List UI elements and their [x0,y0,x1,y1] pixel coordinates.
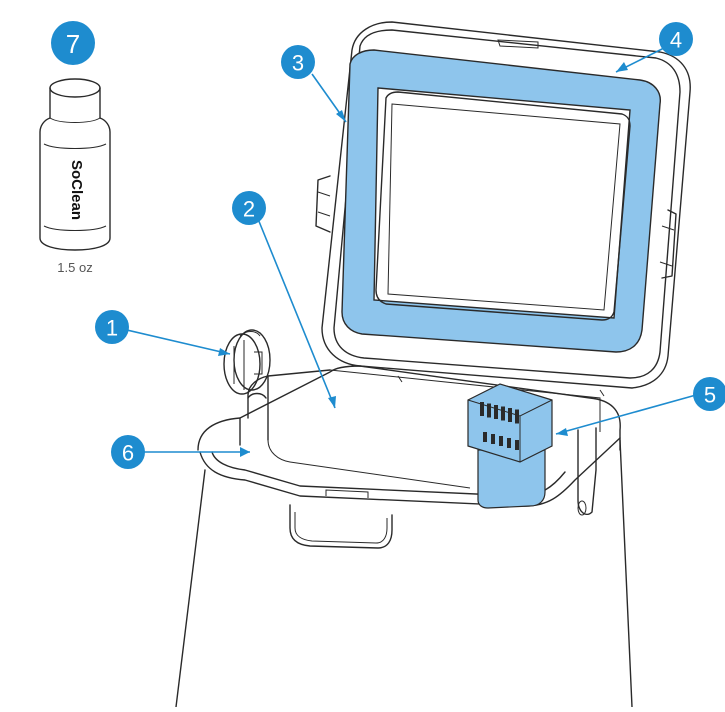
arrowhead-3 [336,110,346,122]
bottle-size-label: 1.5 oz [57,260,92,275]
callout-7: 7 [51,21,95,65]
callout-5: 5 [693,377,725,411]
callout-number: 6 [122,441,134,466]
filter-slot [480,402,484,416]
device-base [175,365,633,708]
filter-vent-slots [480,402,519,450]
callout-6: 6 [111,435,145,469]
bottle [39,78,111,251]
lid-gasket [341,49,661,353]
bottle-brand-text: SoClean [68,160,85,220]
callout-number: 2 [243,197,255,222]
lid [315,21,691,397]
leader-line-5 [555,394,697,435]
filter-slot [507,438,511,448]
callout-number: 4 [670,28,682,53]
arrowhead-5 [556,428,568,436]
leader-line-1 [126,329,231,355]
filter-slot [501,406,505,421]
filter-slot [487,403,491,418]
arrowhead-2 [328,396,336,408]
callout-number: 3 [292,51,304,76]
filter-slot [515,440,519,450]
cartridge-filter [467,383,553,509]
filter-slot [483,432,487,442]
callout-number: 5 [704,383,716,408]
callout-3: 3 [281,45,315,79]
callout-4: 4 [659,22,693,56]
arrowhead-4 [616,62,628,72]
filter-slot [494,405,498,419]
arrowhead-1 [218,348,230,356]
leader-line-2 [255,213,336,409]
callout-number: 1 [106,316,118,341]
filter-slot [508,408,512,422]
callout-number: 7 [66,29,80,59]
filter-slot [491,434,495,444]
callout-1: 1 [95,310,129,344]
arrowhead-6 [240,447,250,457]
filter-cap [223,329,271,395]
callout-2: 2 [232,191,266,225]
filter-slot [499,436,503,446]
filter-slot [515,409,519,424]
